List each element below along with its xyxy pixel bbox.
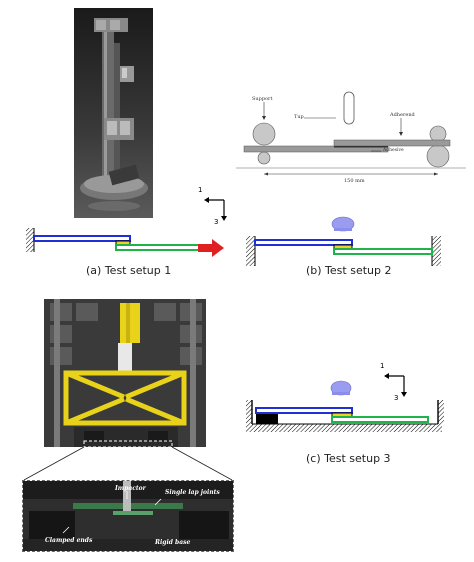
setup3-svg [246,380,444,432]
inset-label-rigid-base: Rigid base [155,539,191,546]
axis2-1-label: 1 [380,362,385,370]
inset-label-clamped-ends: Clamped ends [45,537,93,544]
photo-drop-tower-drawing [44,299,206,447]
setup3-diagram [244,378,446,434]
axis-1-arrowhead [204,197,209,203]
setup2-right-wall [432,236,441,266]
caption-c: (c) Test setup 3 [306,452,391,465]
setup3-green-adherend [331,416,429,423]
inset-label-impactor: Impactor [115,485,146,492]
support-label: Support [252,96,273,102]
axis-1-label: 1 [198,186,203,194]
setup1-red-arrow [198,239,224,257]
setup3-base-hatch [246,424,442,432]
schematic-diagram: Support Tup Adherend Adhesive 150 mm [236,88,466,193]
adherend-arrowhead [399,132,403,136]
setup1-green-adherend [115,244,203,251]
setup3-blue-adherend [255,407,353,414]
setup2-left-wall [246,236,255,266]
photo-test-machine [74,8,153,218]
tup-label: Tup [294,114,304,120]
setup2-green-adherend [333,248,433,255]
support-roller-bottom [257,151,271,165]
connector-right [171,446,233,481]
inset-photo: Impactor Single lap joints Clamped ends … [22,480,234,552]
inset-label-single-lap-joints: Single lap joints [165,489,220,496]
inset-photo-drawing [23,481,233,551]
axis2-1-arrowhead [384,373,389,379]
right-roller-bottom [426,144,450,168]
schematic-svg [236,91,466,176]
setup1-blue-adherend [33,235,131,242]
support-arrowhead [262,116,266,120]
axes-2-svg [384,373,407,397]
dimension-arrow-left [264,172,268,176]
photo-drop-tower [44,299,206,447]
setup1-diagram [22,222,228,262]
axes-indicator-2: 1 3 [376,362,412,404]
setup3-clamp-block [256,414,278,424]
photo-test-machine-drawing [74,8,153,218]
support-roller-top [252,122,276,146]
setup3-right-wall-hatch [438,400,444,424]
adherend-lower [243,145,389,153]
setup1-svg [26,228,224,257]
setup1-clamp-wall [26,228,34,252]
axis-3-arrowhead [221,216,227,221]
dimension-label: 150 mm [344,178,365,184]
right-roller-top [429,125,447,143]
axes-1-svg [204,197,227,221]
setup2-diagram [244,212,448,270]
setup2-svg [246,216,441,266]
axes-indicator-1: 1 3 [196,186,232,228]
caption-b: (b) Test setup 2 [306,264,392,277]
caption-a: (a) Test setup 1 [86,264,172,277]
dimension-arrow-right [434,172,438,176]
setup3-left-wall-hatch [246,400,252,424]
axis2-3-label: 3 [394,394,399,402]
adhesive-label: Adhesive [383,148,404,153]
axis2-3-arrowhead [401,392,407,397]
adhesive-layer [334,146,388,148]
tup-shape [343,91,355,125]
connector-left [23,446,85,481]
adherend-upper [333,139,451,147]
setup3-impactor-base [332,392,350,395]
setup2-blue-adherend [254,239,353,246]
axis-3-label: 3 [214,218,219,226]
adherend-label: Adherend [390,112,415,118]
setup2-impactor-base [334,228,352,231]
